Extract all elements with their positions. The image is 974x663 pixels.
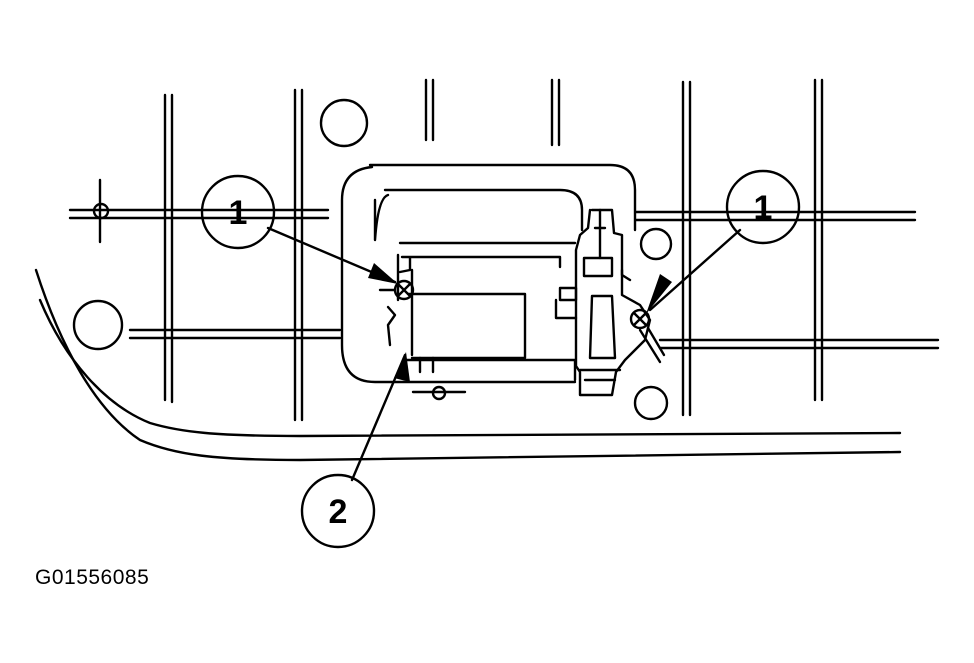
latch-mechanism xyxy=(554,208,666,397)
figure-id-label: G01556085 xyxy=(35,566,150,589)
callout-circle-1-right xyxy=(725,169,801,245)
door-panel-outer-edge xyxy=(34,268,902,462)
panel-hole-2 xyxy=(72,299,124,351)
leader-line-1-right xyxy=(648,228,742,312)
callout-label-1-left: 1 xyxy=(229,194,248,232)
screw-right xyxy=(629,308,651,330)
callout-circle-1-left xyxy=(200,174,276,250)
screw-left xyxy=(393,279,415,301)
panel-hole-4 xyxy=(633,385,669,421)
arrowhead-2 xyxy=(394,352,410,382)
door-panel-inner-edge xyxy=(38,298,902,438)
handle-recess-inner xyxy=(373,188,584,242)
door-handle xyxy=(378,241,577,382)
handle-recess-outer xyxy=(340,163,637,384)
callout-circle-2 xyxy=(300,473,376,549)
callout-label-2: 2 xyxy=(329,493,348,531)
panel-hole-1 xyxy=(319,98,369,148)
panel-hole-3 xyxy=(639,227,673,261)
arrowhead-1-right xyxy=(646,274,672,314)
panel-ribs xyxy=(68,78,940,422)
cross-clip-left xyxy=(92,178,110,244)
arrowhead-1-left xyxy=(368,263,398,284)
callout-label-1-right: 1 xyxy=(754,189,773,227)
retaining-clip xyxy=(411,385,467,401)
